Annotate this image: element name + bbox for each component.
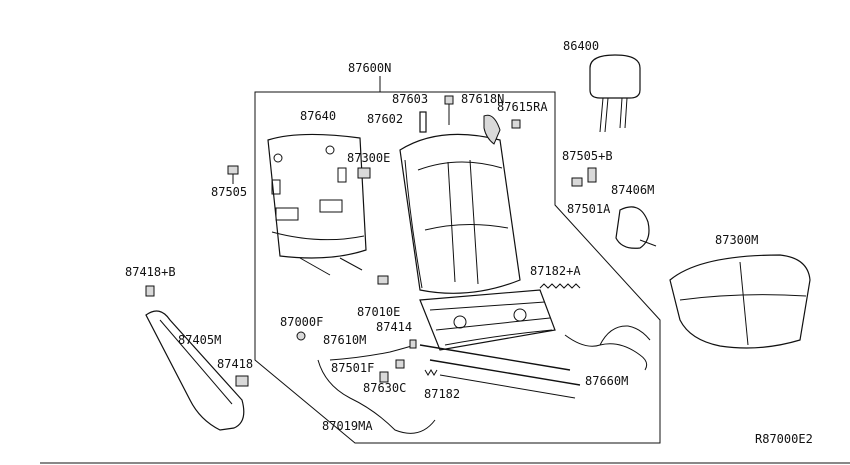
headrest	[589, 54, 641, 133]
label-87501F: 87501F	[331, 361, 374, 375]
seat-back-board	[267, 133, 367, 276]
label-87615RA: 87615RA	[497, 100, 548, 114]
label-87640: 87640	[300, 109, 336, 123]
label-87505: 87505	[211, 185, 247, 199]
label-87603: 87603	[392, 92, 428, 106]
label-87182A: 87182+A	[530, 264, 581, 278]
seat-cushion	[669, 254, 811, 349]
label-87418B: 87418+B	[125, 265, 176, 279]
label-87414: 87414	[376, 320, 412, 334]
label-87300M: 87300M	[715, 233, 758, 247]
wire-harness	[317, 359, 436, 434]
label-87405M: 87405M	[178, 333, 221, 347]
label-87418: 87418	[217, 357, 253, 371]
label-87019MA: 87019MA	[322, 419, 373, 433]
label-87602: 87602	[367, 112, 403, 126]
spring-87182a	[539, 283, 581, 289]
label-87300E: 87300E	[347, 151, 390, 165]
label-87501A: 87501A	[567, 202, 611, 216]
label-87010E: 87010E	[357, 305, 400, 319]
label-87618N: 87618N	[461, 92, 504, 106]
label-87630C: 87630C	[363, 381, 406, 395]
label-87406M: 87406M	[611, 183, 654, 197]
diagram-reference-code: R87000E2	[755, 432, 813, 446]
seat-frame	[419, 289, 581, 399]
clip-87505	[227, 165, 239, 175]
recliner-cover	[615, 206, 650, 249]
label-87600N: 87600N	[348, 61, 391, 75]
label-86400: 86400	[563, 39, 599, 53]
wire-harness-87660m	[564, 325, 651, 371]
label-87660M: 87660M	[585, 374, 628, 388]
assembly-outline	[254, 91, 661, 444]
label-87610M: 87610M	[323, 333, 366, 347]
label-87000F: 87000F	[280, 315, 323, 329]
side-finisher	[145, 310, 245, 431]
label-87182: 87182	[424, 387, 460, 401]
label-87505B: 87505+B	[562, 149, 613, 163]
seat-back-cushion	[399, 133, 521, 294]
